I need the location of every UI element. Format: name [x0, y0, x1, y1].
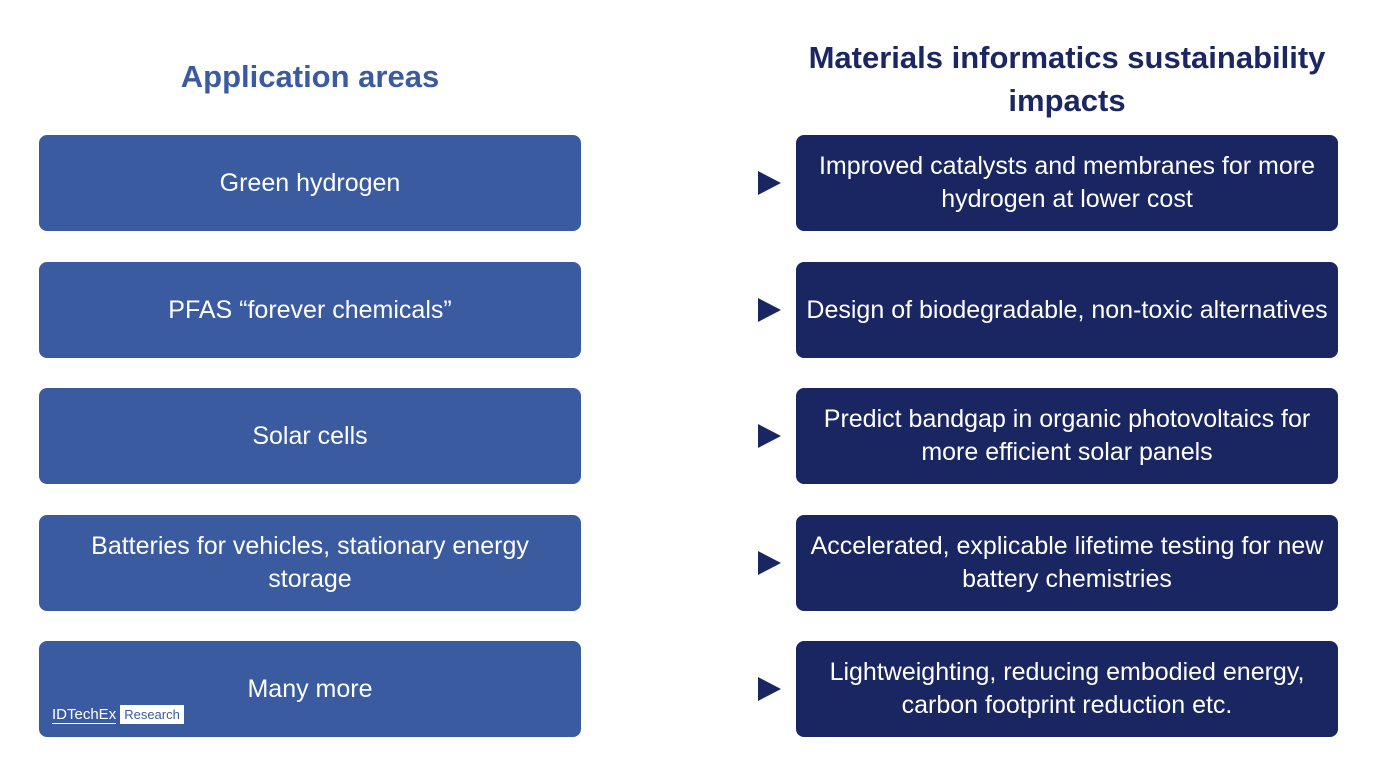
- impact-label: Accelerated, explicable lifetime testing…: [810, 532, 1324, 593]
- application-box: PFAS “forever chemicals”: [39, 262, 581, 358]
- impact-label: Design of biodegradable, non-toxic alter…: [806, 295, 1328, 324]
- impact-label: Improved catalysts and membranes for mor…: [818, 152, 1316, 213]
- impact-box: Lightweighting, reducing embodied energy…: [796, 641, 1338, 737]
- arrow-right-icon: [595, 677, 781, 701]
- application-label: Solar cells: [252, 421, 368, 450]
- application-label: Green hydrogen: [219, 168, 401, 197]
- arrow-right-icon: [595, 171, 781, 195]
- impact-label: Lightweighting, reducing embodied energy…: [829, 658, 1305, 719]
- logo-name: IDTechEx: [52, 705, 117, 724]
- impact-box: Design of biodegradable, non-toxic alter…: [796, 262, 1338, 358]
- arrow-right-icon: [595, 551, 781, 575]
- arrow-right-icon: [595, 424, 781, 448]
- application-box: Green hydrogen: [39, 135, 581, 231]
- impacts-heading: Materials informatics sustainability imp…: [808, 40, 1326, 118]
- application-label: PFAS “forever chemicals”: [168, 295, 452, 324]
- impact-label: Predict bandgap in organic photovoltaics…: [823, 405, 1311, 466]
- impact-box: Improved catalysts and membranes for mor…: [796, 135, 1338, 231]
- application-box: Batteries for vehicles, stationary energ…: [39, 515, 581, 611]
- impact-box: Predict bandgap in organic photovoltaics…: [796, 388, 1338, 484]
- application-label: Batteries for vehicles, stationary energ…: [91, 532, 529, 593]
- arrow-right-icon: [595, 298, 781, 322]
- logo-tag: Research: [120, 705, 184, 724]
- idtechex-logo: IDTechEx Research: [52, 705, 184, 724]
- impact-box: Accelerated, explicable lifetime testing…: [796, 515, 1338, 611]
- application-areas-heading: Application areas: [180, 59, 440, 94]
- application-label: Many more: [247, 674, 373, 703]
- application-box: Solar cells: [39, 388, 581, 484]
